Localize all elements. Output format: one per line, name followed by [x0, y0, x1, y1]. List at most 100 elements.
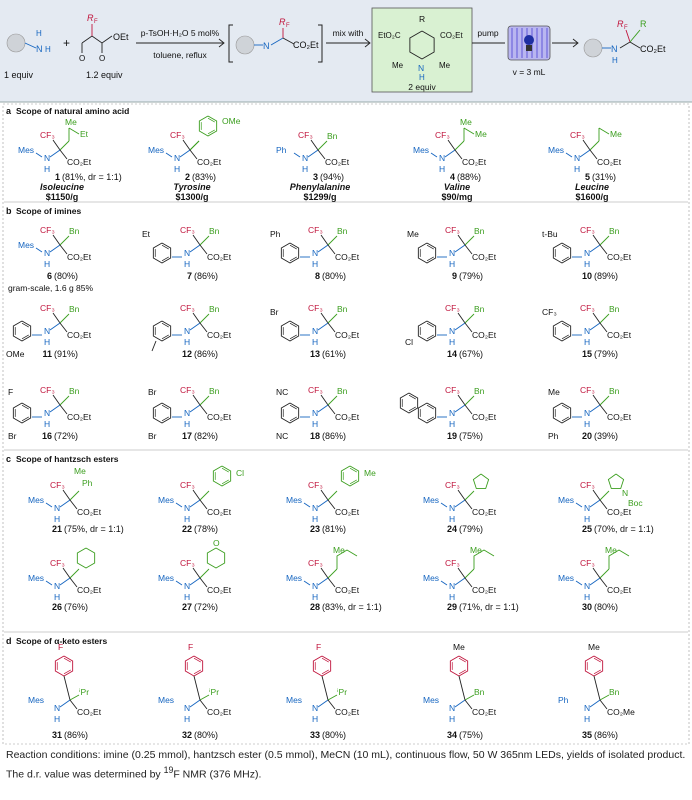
aryl-substituent: t-Bu	[542, 229, 558, 239]
led-base-icon	[526, 45, 532, 51]
compound-number: 29	[447, 602, 457, 612]
side-sub-right: Me	[610, 129, 622, 139]
alkyl-chain	[473, 549, 495, 569]
bond	[49, 244, 61, 253]
bond	[59, 140, 70, 151]
cf3-label: CF₃	[445, 558, 460, 568]
bond	[589, 699, 601, 708]
ester-label: CO₂Et	[335, 507, 360, 517]
ester-label: CO₂Et	[472, 707, 497, 717]
amine-h2-label: H	[45, 45, 51, 54]
bond	[464, 235, 475, 246]
ester-label: CO₂Et	[67, 252, 92, 262]
bond	[45, 580, 53, 586]
ester-label: CO₂Et	[597, 157, 622, 167]
aryl-ring	[417, 402, 437, 424]
nitrogen-label: N	[312, 408, 318, 418]
bond	[464, 404, 473, 415]
double-bond	[593, 657, 601, 663]
aryl-ring	[184, 655, 204, 677]
aryl-ring	[152, 402, 172, 424]
section-letter: c	[6, 454, 11, 464]
keto-rf-label: R	[87, 13, 94, 23]
bond	[457, 567, 466, 579]
side-chain-label: Bn	[209, 304, 220, 314]
nitrogen-label: N	[312, 581, 318, 591]
aryl-ring	[198, 115, 218, 137]
cf3-label: CF₃	[308, 303, 323, 313]
compound-number: 2	[185, 172, 190, 182]
bond	[457, 234, 466, 246]
arrow-head	[364, 38, 371, 48]
bond	[464, 499, 473, 510]
bond	[454, 149, 463, 160]
cf3-label: CF₃	[170, 130, 185, 140]
bond	[189, 499, 201, 508]
compound-number: 34	[447, 730, 457, 740]
ester-label: CO₂Et	[197, 157, 222, 167]
hydrogen-label: H	[449, 259, 455, 269]
ester-label: CO₂Et	[472, 412, 497, 422]
compound-yield: (80%)	[54, 271, 78, 281]
ester-label: CO₂Et	[67, 330, 92, 340]
bond	[327, 404, 336, 415]
double-bond	[161, 244, 169, 250]
nitrogen-label: N	[54, 703, 60, 713]
bond	[464, 313, 475, 324]
bond	[454, 699, 466, 708]
compound-number: 1	[55, 172, 60, 182]
arrow-condition-bottom: toluene, reflux	[153, 50, 207, 60]
bond	[592, 394, 601, 406]
footnote-superscript: 19	[163, 765, 174, 775]
n-substituent-label: Mes	[28, 573, 44, 583]
bond	[464, 395, 475, 406]
n-substituent-label: Ph	[276, 145, 287, 155]
bond	[464, 699, 473, 710]
bond	[599, 568, 610, 579]
bond	[59, 395, 70, 406]
bond	[629, 29, 641, 43]
ester-label: CO₂Et	[207, 330, 232, 340]
hydrogen-label: H	[584, 259, 590, 269]
aryl-ring	[54, 655, 74, 677]
cf3-label: CF₃	[580, 558, 595, 568]
nitrogen-label: N	[44, 248, 50, 258]
bond	[457, 394, 466, 406]
hantzsch-r-label: R	[419, 14, 425, 24]
aryl-ring	[12, 402, 32, 424]
aryl-substituent: F	[188, 642, 193, 652]
imine-sphere-icon	[235, 35, 255, 55]
ester-label: CO₂Et	[472, 507, 497, 517]
bond	[464, 577, 473, 588]
n-substituent-label: Mes	[28, 495, 44, 505]
aryl-ring	[340, 465, 360, 487]
bond	[52, 139, 61, 151]
amino-acid-price: $1300/g	[175, 192, 208, 202]
bond	[463, 127, 475, 135]
aryl-ring	[552, 242, 572, 264]
bond	[317, 404, 329, 413]
n-substituent-label: Mes	[423, 573, 439, 583]
amino-acid-name: Valine	[444, 182, 470, 192]
product-r-label: R	[640, 19, 647, 29]
aryl-ring	[417, 242, 437, 264]
ester-label: CO₂Et	[207, 507, 232, 517]
aryl-ring	[584, 655, 604, 677]
naphthyl-ring	[399, 392, 419, 414]
nitrogen-label: N	[449, 248, 455, 258]
double-bond	[349, 467, 357, 473]
compound-yield: (75%)	[459, 730, 483, 740]
bond	[457, 312, 466, 324]
compound-number: 20	[582, 431, 592, 441]
ester-label: CO₂Et	[207, 412, 232, 422]
bond	[35, 247, 43, 253]
amine-n-label: N	[36, 44, 43, 54]
cf3-label: CF₃	[570, 130, 585, 140]
compound-yield: (79%)	[594, 349, 618, 359]
double-bond	[426, 322, 434, 328]
double-bond	[426, 404, 434, 410]
aryl-substituent: F	[316, 642, 321, 652]
imine-rf-label: R	[279, 17, 286, 27]
bond	[63, 675, 71, 701]
aryl-ring	[152, 320, 172, 342]
